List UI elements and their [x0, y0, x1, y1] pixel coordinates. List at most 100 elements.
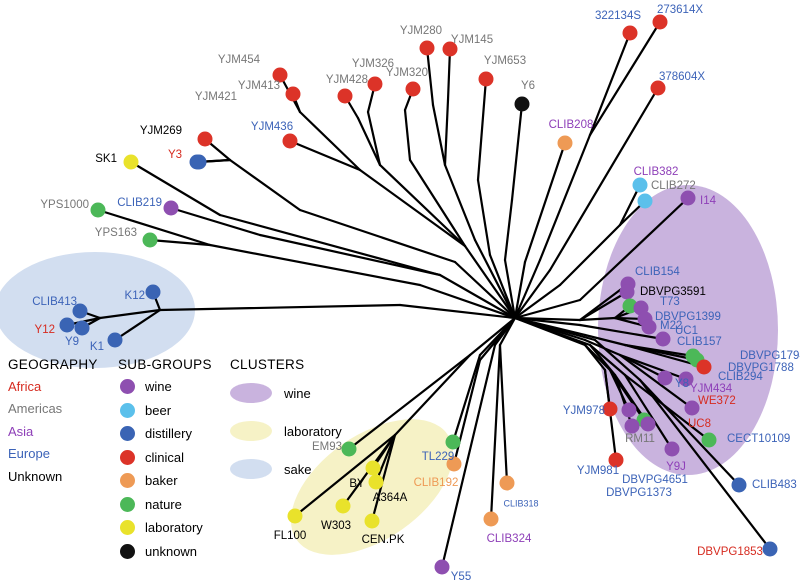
leaf-node-yjm320: [405, 81, 421, 97]
branch-by: [393, 353, 472, 437]
branch-clib208: [513, 260, 527, 320]
leaf-node-y6: [514, 96, 530, 112]
branch-y55: [440, 343, 497, 569]
legend-item-asia: Asia: [8, 420, 98, 443]
legend-item-laboratory: laboratory: [118, 516, 212, 540]
legend-label: distillery: [145, 426, 192, 442]
leaf-node-yjm413: [285, 86, 301, 102]
branch-fl100: [293, 433, 397, 518]
leaf-node-em93: [341, 441, 357, 457]
legend-swatch: [120, 496, 135, 512]
leaf-label-clib483: CLIB483: [752, 479, 797, 491]
leaf-label-rm11: RM11: [625, 433, 655, 445]
leaf-node-w303: [335, 498, 351, 514]
leaf-label-dbvpg1794: DBVPG1794: [740, 350, 800, 362]
leaf-label-yjm978: YJM978: [563, 405, 605, 417]
legend-label: Americas: [8, 401, 63, 417]
legend-label: nature: [145, 496, 182, 512]
leaf-label-uc1: UC1: [675, 325, 698, 337]
leaf-label-yjm280: YJM280: [400, 25, 442, 37]
branch-tl229: [451, 353, 482, 444]
branch-k1: [113, 308, 162, 342]
branch-yjm280: [443, 163, 477, 242]
leaf-label-clib382: CLIB382: [634, 166, 679, 178]
leaf-node-y9j: [664, 441, 680, 457]
leaf-node-clib413: [72, 303, 88, 319]
branch-273614x: [588, 20, 662, 137]
leaf-label-em93: EM93: [312, 441, 342, 453]
legend-label: baker: [145, 473, 178, 489]
branch-i14: [513, 298, 582, 320]
leaf-label-yjm269: YJM269: [140, 125, 182, 137]
leaf-node-yjm653: [478, 71, 494, 87]
leaf-label-y3: Y3: [168, 149, 182, 161]
leaf-node-yjm280: [419, 40, 435, 56]
branch-t73: [578, 316, 617, 322]
leaf-label-yjm413: YJM413: [238, 80, 280, 92]
branch-yjm421: [288, 139, 362, 172]
leaf-node-sk1: [123, 154, 139, 170]
leaf-node-i14: [680, 190, 696, 206]
leaf-node-a364a: [368, 474, 384, 490]
branch-yjm428: [356, 116, 382, 167]
leaf-label-uc8: UC8: [688, 418, 711, 430]
leaf-label-yjm320: YJM320: [386, 67, 428, 79]
legend-swatch: [120, 520, 135, 536]
branch-yjm454: [463, 244, 517, 320]
branch-yps1000: [418, 283, 517, 320]
branch-378604x: [548, 86, 660, 272]
leaf-node-yps1000: [90, 202, 106, 218]
legend-label: wine: [284, 385, 311, 401]
leaf-node-tl229: [445, 434, 461, 450]
branch-clib157: [578, 323, 665, 341]
leaf-label-dbvpg1373: DBVPG1373: [606, 487, 672, 499]
legend-swatch: [120, 473, 135, 489]
branch-yjm145: [443, 98, 450, 167]
branch-y6: [503, 258, 517, 320]
leaf-label-y6: Y6: [521, 80, 535, 92]
branch-yjm653: [488, 253, 517, 320]
leaf-label-dbvpg1788: DBVPG1788: [728, 362, 794, 374]
legend-subgroups-title: SUB-GROUPS: [118, 357, 212, 372]
branch-dbvpg1853: [638, 378, 772, 551]
branch-yjm434: [618, 353, 688, 381]
legend-label: laboratory: [284, 423, 342, 439]
legend-item-baker: baker: [118, 469, 212, 493]
legend-label: clinical: [145, 449, 185, 465]
branch-yjm454: [358, 168, 467, 248]
legend-item-africa: Africa: [8, 375, 98, 398]
leaf-node-yjm436: [197, 131, 213, 147]
leaf-node-clib324: [483, 511, 499, 527]
leaf-label-yjm434: YJM434: [690, 383, 733, 395]
legend-label: Asia: [8, 423, 34, 439]
leaf-label-yjm421: YJM421: [195, 91, 237, 103]
branch-clib483: [638, 378, 741, 487]
branch-i14: [578, 196, 690, 302]
leaf-label-yjm145: YJM145: [451, 34, 493, 46]
leaf-label-yjm454: YJM454: [218, 54, 261, 66]
leaf-label-322134s: 322134S: [595, 10, 641, 22]
leaf-label-yjm436: YJM436: [251, 121, 293, 133]
leaf-label-i14: I14: [700, 195, 717, 207]
branch-clib382: [558, 223, 622, 287]
branch-yjm326: [366, 110, 382, 167]
branch-clib208: [523, 141, 567, 264]
leaf-label-m22: M22: [660, 320, 682, 332]
leaf-node-k12: [145, 284, 161, 300]
leaf-node-cen-pk: [364, 513, 380, 529]
leaf-node-273614x: [652, 14, 668, 30]
legend-clusters-title: CLUSTERS: [230, 357, 305, 372]
leaf-node-y12: [59, 317, 75, 333]
leaf-label-clib154: CLIB154: [635, 266, 680, 278]
branch-yjm653: [476, 77, 488, 182]
leaf-label-we372: WE372: [698, 395, 736, 407]
leaf-label-cect10109: CECT10109: [727, 433, 790, 445]
leaf-label-y8: Y8: [675, 378, 689, 390]
branch-uc8: [583, 343, 612, 372]
branch-clib382: [513, 283, 562, 320]
leaf-label-clib192: CLIB192: [414, 477, 459, 489]
leaf-label-yps163: YPS163: [95, 227, 137, 239]
